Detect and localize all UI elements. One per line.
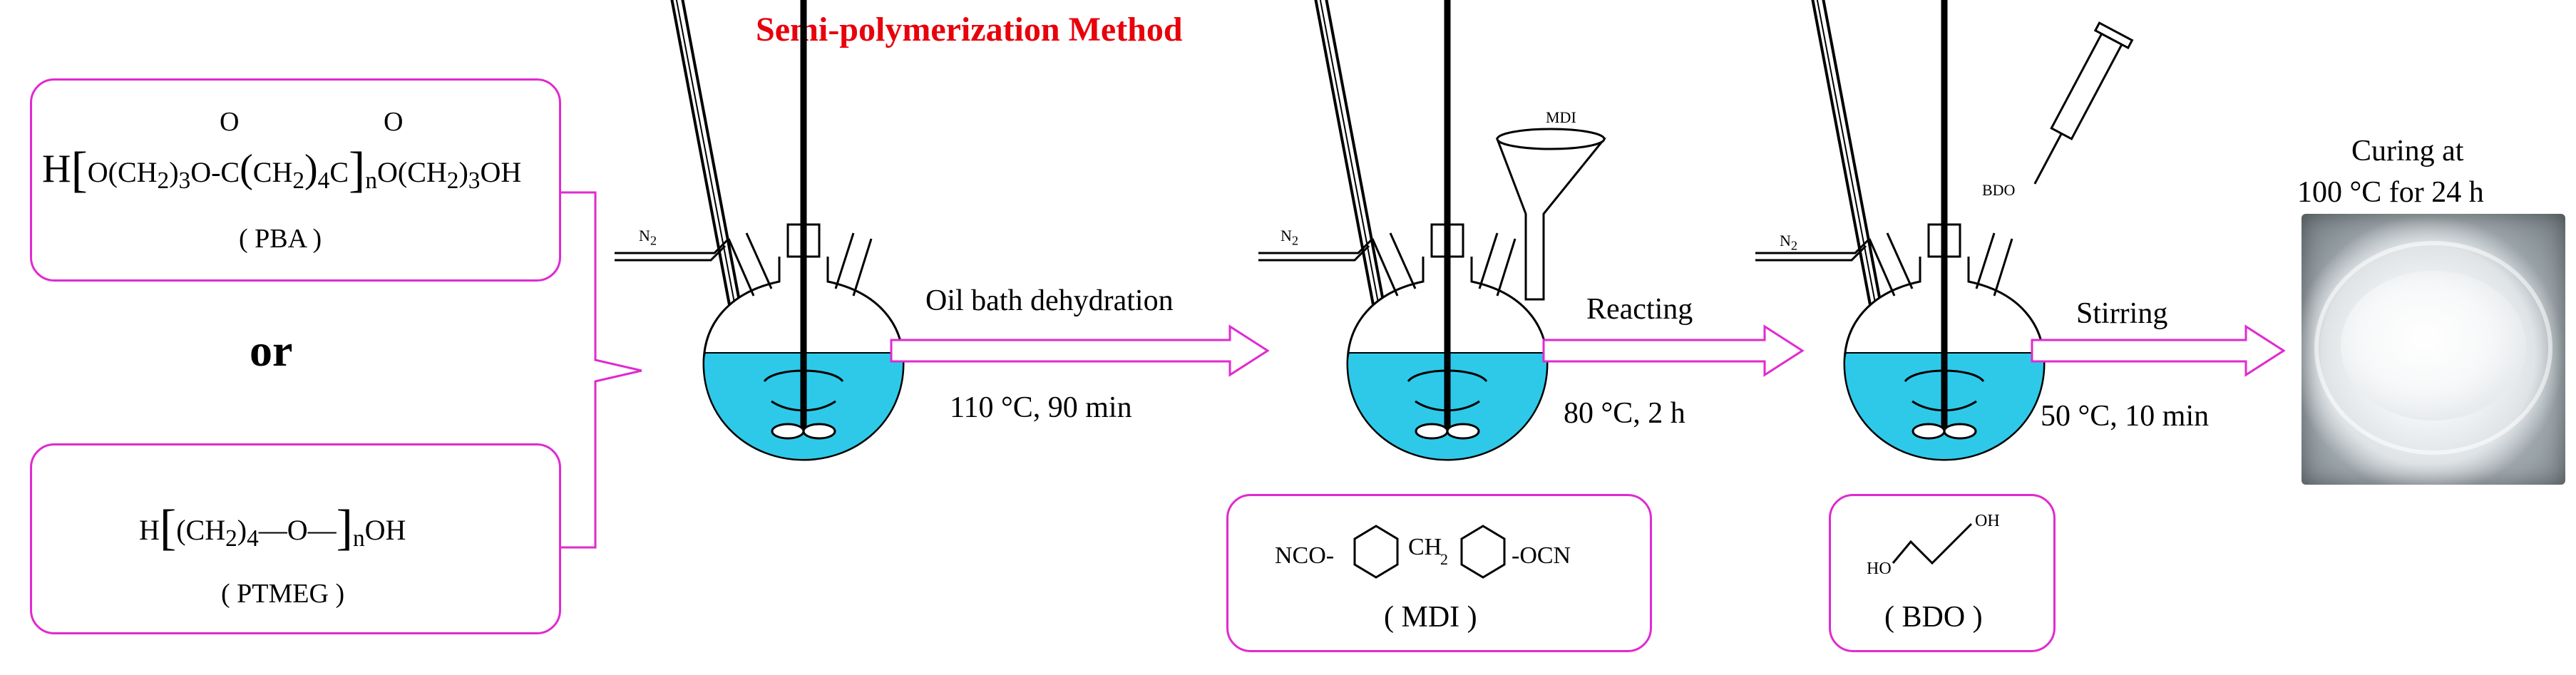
- white-product-pile: [2341, 271, 2526, 421]
- ptmeg-box: H[(CH2)4—O—]nOH ( PTMEG ): [30, 443, 561, 634]
- mdi-box: ( MDI ): [1226, 494, 1652, 652]
- step2-bottom: 80 °C, 2 h: [1564, 397, 1685, 430]
- flask-2: [1258, 0, 1607, 460]
- flask-1: [615, 0, 903, 460]
- bdo-structure: HO OH: [1867, 512, 2000, 578]
- ptmeg-formula: H[(CH2)4—O—]nOH: [139, 500, 406, 555]
- mdi-funnel-label: MDI: [1546, 108, 1576, 126]
- mdi-label: ( MDI ): [1384, 601, 1477, 634]
- curing-line1: Curing at: [2351, 135, 2464, 168]
- petri-dish: [2314, 241, 2552, 455]
- or-label: or: [250, 325, 293, 376]
- step1-bottom: 110 °C, 90 min: [950, 391, 1132, 424]
- step1-top: Oil bath dehydration: [925, 284, 1174, 317]
- diagram-title: Semi-polymerization Method: [756, 11, 1183, 48]
- cured-product-photo: [2302, 214, 2565, 485]
- arrow-step-2: [1542, 324, 1805, 377]
- svg-text:NCO-: NCO-: [1275, 542, 1334, 569]
- step3-top: Stirring: [2076, 297, 2168, 330]
- bdo-box: ( BDO ): [1829, 494, 2056, 652]
- step2-top: Reacting: [1586, 293, 1693, 326]
- pba-carbonyl-o2: O: [384, 107, 404, 137]
- arrow-step-1: [890, 324, 1270, 377]
- svg-text:OH: OH: [1975, 512, 2000, 530]
- curing-line2: 100 °C for 24 h: [2297, 176, 2484, 209]
- pba-label: ( PBA ): [239, 224, 322, 254]
- ptmeg-label: ( PTMEG ): [221, 579, 345, 609]
- bdo-syringe-label: BDO: [1982, 181, 2016, 199]
- flask-3: [1755, 0, 2134, 460]
- svg-text:2: 2: [1440, 550, 1448, 568]
- n2-label-1: N2: [639, 227, 657, 248]
- pba-box: H[O(CH2)3O-C(CH2)4C]nO(CH2)3OH O O ( PBA…: [30, 78, 561, 282]
- pba-carbonyl-o1: O: [220, 107, 240, 137]
- svg-text:CH: CH: [1408, 534, 1442, 560]
- n2-label-3: N2: [1780, 232, 1798, 253]
- reagent-brace: [561, 191, 642, 549]
- n2-label-2: N2: [1281, 227, 1299, 248]
- svg-text:-OCN: -OCN: [1512, 542, 1571, 569]
- pba-formula: H[O(CH2)3O-C(CH2)4C]nO(CH2)3OH: [42, 143, 522, 197]
- bdo-label: ( BDO ): [1884, 601, 1983, 634]
- svg-text:HO: HO: [1867, 560, 1892, 578]
- arrow-step-3: [2031, 324, 2286, 377]
- step3-bottom: 50 °C, 10 min: [2041, 400, 2210, 433]
- mdi-structure: NCO- CH 2 -OCN: [1275, 525, 1571, 579]
